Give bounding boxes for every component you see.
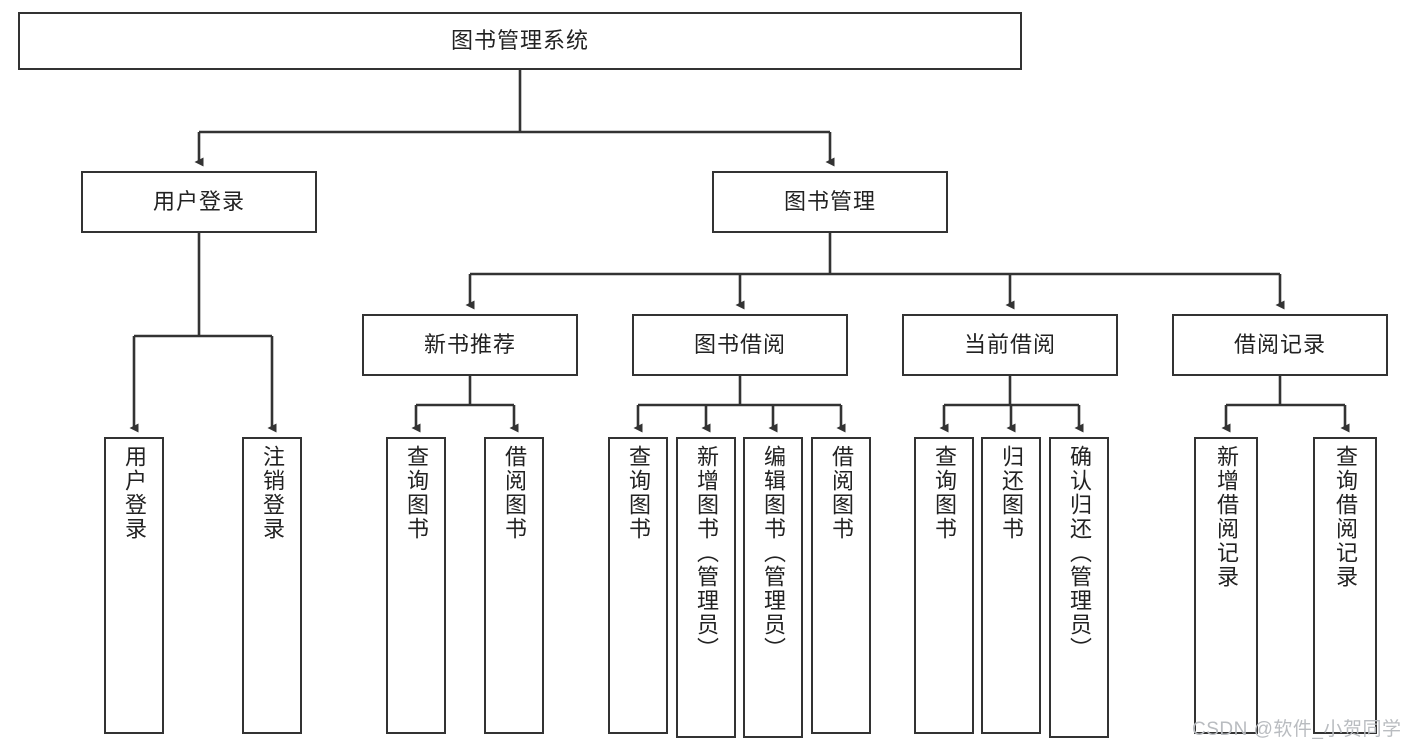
node-query-book-cur[interactable]: 查询图书: [914, 437, 974, 734]
node-user-login[interactable]: 用户登录: [104, 437, 164, 734]
node-book-borrow[interactable]: 图书借阅: [632, 314, 848, 376]
node-label: 借阅图书: [828, 445, 854, 541]
node-label: 归还图书: [998, 445, 1024, 541]
node-label: 借阅记录: [1233, 331, 1326, 357]
node-user-login[interactable]: 用户登录: [81, 171, 317, 233]
node-root[interactable]: 图书管理系统: [18, 12, 1022, 70]
node-book-manage[interactable]: 图书管理: [712, 171, 948, 233]
node-label: 新书推荐: [423, 331, 516, 357]
node-label: 用户登录: [152, 188, 245, 214]
node-label: 当前借阅: [963, 331, 1056, 357]
node-label: 图书管理: [783, 188, 876, 214]
node-label: 编辑图书（管理员）: [760, 445, 786, 661]
node-label: 借阅图书: [501, 445, 527, 541]
node-label: 注销登录: [259, 445, 285, 541]
node-label: 图书管理系统: [450, 27, 589, 53]
node-add-book[interactable]: 新增图书（管理员）: [676, 437, 736, 738]
node-label: 用户登录: [121, 445, 147, 541]
edges-group: [129, 70, 1350, 433]
node-query-book-rec[interactable]: 查询图书: [386, 437, 446, 734]
node-edit-book[interactable]: 编辑图书（管理员）: [743, 437, 803, 738]
node-current-borrow[interactable]: 当前借阅: [902, 314, 1118, 376]
node-borrow-book[interactable]: 借阅图书: [811, 437, 871, 734]
node-borrow-book-rec[interactable]: 借阅图书: [484, 437, 544, 734]
node-return-book[interactable]: 归还图书: [981, 437, 1041, 734]
node-add-record[interactable]: 新增借阅记录: [1194, 437, 1258, 734]
node-label: 新增借阅记录: [1213, 445, 1239, 589]
node-user-logout[interactable]: 注销登录: [242, 437, 302, 734]
node-label: 查询图书: [403, 445, 429, 541]
node-label: 新增图书（管理员）: [693, 445, 719, 661]
node-borrow-record[interactable]: 借阅记录: [1172, 314, 1388, 376]
node-label: 查询借阅记录: [1332, 445, 1358, 589]
node-query-book-borrow[interactable]: 查询图书: [608, 437, 668, 734]
node-new-book-recommend[interactable]: 新书推荐: [362, 314, 578, 376]
node-label: 图书借阅: [693, 331, 786, 357]
node-confirm-return[interactable]: 确认归还（管理员）: [1049, 437, 1109, 738]
node-label: 查询图书: [931, 445, 957, 541]
node-query-record[interactable]: 查询借阅记录: [1313, 437, 1377, 734]
node-label: 确认归还（管理员）: [1066, 445, 1092, 661]
node-label: 查询图书: [625, 445, 651, 541]
